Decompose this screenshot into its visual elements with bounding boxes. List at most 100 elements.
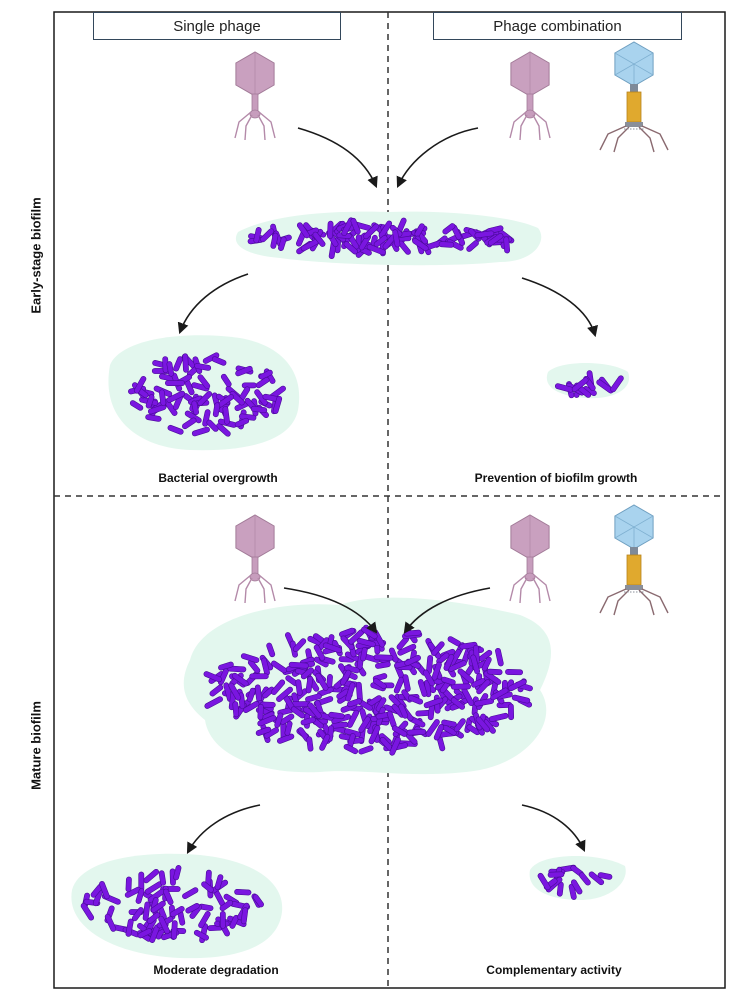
bacterium <box>165 380 186 387</box>
overgrowth-bacteria <box>128 352 286 437</box>
arrow-bottom-right-in <box>403 587 491 634</box>
caption-complementary-activity: Complementary activity <box>486 963 622 977</box>
arrow-bottom-left-out <box>186 804 261 854</box>
bacterium <box>372 678 387 690</box>
row-label-early-stage: Early-stage biofilm <box>28 197 44 314</box>
bacterium <box>296 222 310 239</box>
bacterium <box>197 391 213 406</box>
bacterium <box>507 703 515 721</box>
bacterium <box>300 667 314 680</box>
bacterium <box>125 918 134 937</box>
bacterium <box>163 888 174 906</box>
bacterium <box>358 716 371 733</box>
bacterium <box>570 879 583 895</box>
bacterium <box>457 668 475 684</box>
bacterium <box>240 653 260 663</box>
t4-phage-icon-bottom-right <box>599 504 669 616</box>
bacterium <box>408 695 424 705</box>
bacterium <box>185 903 200 914</box>
bacterium <box>209 684 224 697</box>
bacterium <box>271 660 287 674</box>
bacterium <box>158 870 167 886</box>
bacterium <box>537 872 551 891</box>
bacterium <box>404 654 421 667</box>
bacterium <box>194 363 212 371</box>
bacterium <box>234 417 250 428</box>
bacterium <box>300 716 316 726</box>
bacterium <box>125 876 132 893</box>
bacterium <box>475 716 491 733</box>
bacterium <box>262 686 275 699</box>
arrow-top-left-out <box>177 273 249 335</box>
bacterium <box>240 907 249 925</box>
bacterium <box>203 671 222 683</box>
bacterium <box>397 643 417 656</box>
bacterium <box>476 679 491 695</box>
bacterium <box>234 888 252 896</box>
bacterium <box>343 743 359 755</box>
bacterium <box>276 686 293 702</box>
bacterium <box>270 232 279 249</box>
bacterium <box>360 646 368 662</box>
bacterium <box>315 672 329 691</box>
bacterium <box>328 711 345 720</box>
bacterium <box>222 406 230 425</box>
bacterium <box>450 697 466 710</box>
bacterium <box>319 733 331 751</box>
bacterium <box>471 678 486 688</box>
bacterium <box>474 698 495 707</box>
bacterium <box>488 712 509 722</box>
bacterium <box>145 414 162 422</box>
bacterium <box>412 238 429 252</box>
bacterium <box>201 881 214 893</box>
bacterium <box>191 400 199 416</box>
bacterium <box>417 679 428 697</box>
bacterium <box>229 390 245 406</box>
bacterium <box>277 733 295 744</box>
bacterium <box>290 706 306 719</box>
bacterium <box>191 382 210 392</box>
bacterium <box>129 400 144 411</box>
bacterium <box>313 644 326 661</box>
bacterium <box>459 641 478 650</box>
bacterium <box>392 229 401 248</box>
bacterium <box>257 715 277 727</box>
bacterium <box>373 654 394 661</box>
bacterium <box>368 725 381 745</box>
bacterium <box>450 683 471 690</box>
bacterium <box>104 913 117 932</box>
bacterium <box>389 736 401 756</box>
bacterium <box>266 642 276 658</box>
bacterium <box>284 720 293 736</box>
bacterium <box>350 217 361 235</box>
bacterium <box>343 241 358 255</box>
prevention-bacteria <box>554 370 624 399</box>
figure-frame <box>53 11 726 989</box>
bacterium <box>167 424 184 435</box>
column-header-phage-combination: Phage combination <box>433 12 682 40</box>
bacterium <box>547 871 565 878</box>
bacterium <box>378 220 393 239</box>
bacterium <box>375 697 387 712</box>
arrow-bottom-right-out <box>521 804 586 853</box>
bacterium <box>169 906 185 918</box>
bacterium <box>255 726 272 736</box>
bacterium <box>137 928 153 939</box>
bacterium <box>241 382 257 389</box>
bacterium <box>246 687 256 703</box>
bacterium <box>571 377 589 392</box>
bacterium <box>438 241 455 248</box>
bacterium <box>252 894 264 908</box>
bacterium <box>145 394 155 409</box>
bacterium <box>358 745 374 755</box>
bacterium <box>270 679 286 695</box>
bacterium <box>495 647 504 667</box>
bacterium <box>249 673 269 680</box>
complementary-matrix <box>529 855 626 900</box>
bacterium <box>406 728 427 736</box>
bacterium <box>166 390 186 403</box>
bacterium <box>147 404 167 415</box>
bacterium <box>182 353 189 373</box>
bacterium <box>202 409 211 427</box>
